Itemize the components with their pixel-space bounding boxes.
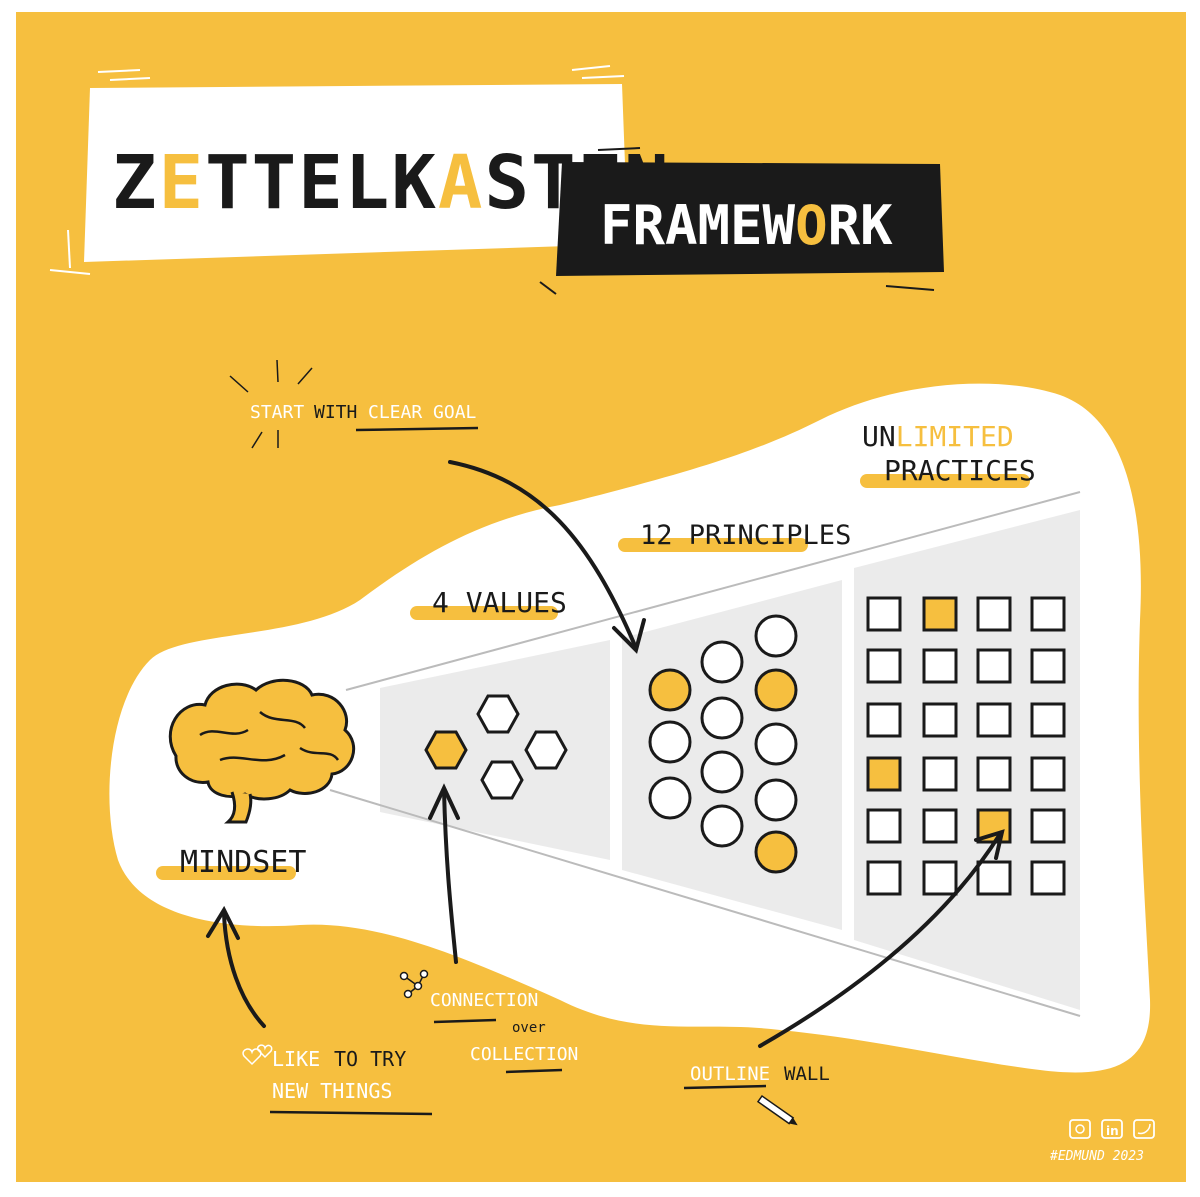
square-icon [1030,756,1066,792]
square-icon [922,596,958,632]
circle-icon [754,668,798,712]
values-hexagons [424,694,568,800]
hexagon-icon [424,730,468,770]
square-icon [1030,808,1066,844]
arrow-like-to-mindset [222,912,266,1028]
annotation-start-goal: START WITH CLEAR GOAL [229,359,479,449]
square-icon [1030,860,1066,896]
annotation-like-new-things: LIKE TO TRY NEW THINGS [242,1044,433,1116]
square-icon [1030,702,1066,738]
connection-text: CONNECTION [430,990,538,1011]
wall-text: WALL [784,1063,830,1085]
circle-icon [648,668,692,712]
square-icon [866,648,902,684]
square-icon [976,702,1012,738]
annotation-connection: CONNECTION over COLLECTION [399,969,578,1074]
mindset-label: MINDSET [180,845,306,880]
to-try-text: TO TRY [334,1047,406,1071]
over-text: over [512,1020,546,1036]
new-things-text: NEW THINGS [272,1079,392,1103]
square-icon [922,808,958,844]
brain-icon [168,678,356,824]
square-icon [1030,648,1066,684]
linkedin-label: in [1106,1124,1119,1138]
square-icon [866,702,902,738]
outline-text: OUTLINE [690,1063,770,1085]
arrows [206,460,1005,1048]
heart-icon [242,1044,273,1066]
twitter-icon [1133,1119,1155,1139]
square-icon [1030,596,1066,632]
arrow-goal-to-principles [448,460,638,650]
hexagon-icon [476,694,520,734]
practices-panel [854,510,1080,1010]
label-mindset: MINDSET [156,845,306,880]
circle-icon [700,750,744,794]
circle-icon [648,776,692,820]
signature: #EDMUND 2023 [1049,1149,1144,1164]
label-values: 4 VALUES [410,586,567,620]
square-icon [922,648,958,684]
square-icon [922,702,958,738]
circle-icon [700,696,744,740]
circle-icon [700,640,744,684]
camera-icon [1069,1119,1091,1139]
start-text: START [250,402,304,423]
principles-label: 12 PRINCIPLES [640,520,851,551]
hexagon-icon [524,730,568,770]
square-icon [976,648,1012,684]
square-icon [922,756,958,792]
linkedin-icon [1101,1119,1123,1139]
square-icon [866,860,902,896]
square-icon [976,756,1012,792]
with-text: WITH [314,402,357,423]
like-text: LIKE [272,1047,320,1071]
arrow-connection-to-values [442,788,458,964]
circle-icon [754,722,798,766]
circle-icon [700,804,744,848]
pencil-icon [756,1094,798,1126]
subtitle-banner: FRAMEWORK [539,147,944,295]
values-label: 4 VALUES [432,586,567,619]
label-principles: 12 PRINCIPLES [618,520,851,552]
practices-squares [866,596,1066,896]
square-icon [866,756,902,792]
square-icon [976,596,1012,632]
square-icon [866,596,902,632]
square-icon [866,808,902,844]
circle-icon [754,778,798,822]
circle-icon [648,720,692,764]
label-practices: UNLIMITED PRACTICES [860,420,1036,488]
square-icon [922,860,958,896]
circle-icon [754,614,798,658]
circle-icon [754,830,798,874]
square-icon [976,860,1012,896]
annotation-outline-wall: OUTLINE WALL [683,1063,830,1126]
network-icon [399,969,429,999]
subtitle-text: FRAMEWORK [600,194,893,257]
practices-label-line1: UNLIMITED [862,420,1014,453]
principles-circles [648,614,798,874]
hexagon-icon [480,760,524,800]
burst-icon [229,359,313,449]
practices-label-line2: PRACTICES [884,454,1036,487]
arrow-outline-to-practices [758,832,1002,1048]
collection-text: COLLECTION [470,1044,578,1065]
credits: in #EDMUND 2023 [1049,1119,1155,1164]
clear-goal-text: CLEAR GOAL [368,402,477,423]
